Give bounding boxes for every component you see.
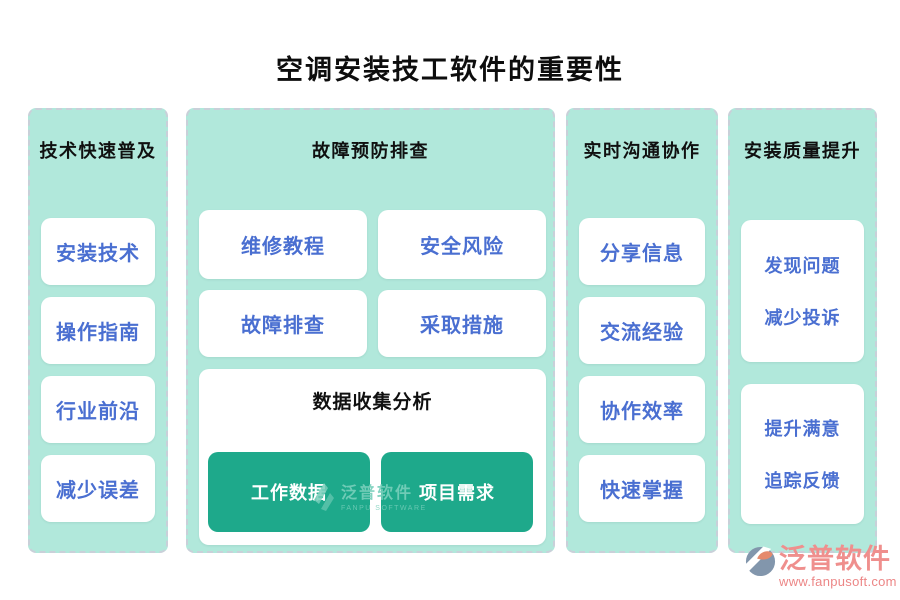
- column-title: 故障预防排查: [312, 141, 429, 161]
- item-card: 操作指南: [41, 297, 155, 364]
- item-card: 交流经验: [579, 297, 705, 364]
- column-title: 技术快速普及: [39, 141, 157, 161]
- item-card: 采取措施: [378, 290, 546, 357]
- card-line: 减少投诉: [764, 308, 841, 328]
- dual-line-card: 发现问题 减少投诉: [741, 220, 864, 362]
- item-card: 故障排查: [199, 290, 367, 357]
- item-card: 安装技术: [41, 218, 155, 285]
- work-data-button: 工作数据: [208, 452, 370, 532]
- card-line: 追踪反馈: [764, 471, 841, 491]
- project-demand-button: 项目需求: [381, 452, 533, 532]
- item-card: 分享信息: [579, 218, 705, 285]
- item-card: 行业前沿: [41, 376, 155, 443]
- column-realtime-collaboration: 实时沟通协作 分享信息 交流经验 协作效率 快速掌握: [566, 108, 718, 553]
- column-fault-prevention: 故障预防排查 维修教程 安全风险 故障排查 采取措施 数据收集分析 工作数据 项…: [186, 108, 555, 553]
- footer-brand-block: 泛普软件 www.fanpusoft.com: [744, 545, 897, 589]
- column-tech-popularization: 技术快速普及 安装技术 操作指南 行业前沿 减少误差: [28, 108, 168, 553]
- footer-brand-name: 泛普软件: [779, 544, 891, 574]
- item-card: 减少误差: [41, 455, 155, 522]
- item-card: 协作效率: [579, 376, 705, 443]
- column-title: 实时沟通协作: [583, 141, 701, 161]
- page-title: 空调安装技工软件的重要性: [276, 55, 624, 85]
- footer-url: www.fanpusoft.com: [779, 574, 897, 590]
- dual-line-card: 提升满意 追踪反馈: [741, 384, 864, 524]
- item-card: 维修教程: [199, 210, 367, 279]
- column-title: 安装质量提升: [744, 141, 861, 161]
- card-line: 提升满意: [764, 419, 841, 439]
- item-card: 安全风险: [378, 210, 546, 279]
- card-line: 发现问题: [764, 256, 841, 276]
- item-card: 快速掌握: [579, 455, 705, 522]
- fanpu-logo-icon: [745, 546, 776, 577]
- column-quality-improvement: 安装质量提升 发现问题 减少投诉 提升满意 追踪反馈: [728, 108, 877, 553]
- panel-title: 数据收集分析: [312, 392, 433, 413]
